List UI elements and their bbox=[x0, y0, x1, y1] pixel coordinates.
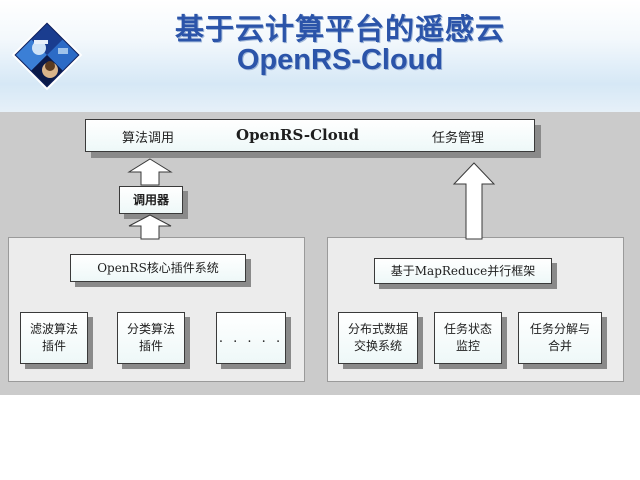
arrow-up-icon-upper-left bbox=[127, 158, 173, 186]
arrow-up-icon-lower-left bbox=[128, 214, 172, 240]
mapreduce-framework-box: 基于MapReduce并行框架 bbox=[374, 258, 552, 284]
plugin-line2: 插件 bbox=[138, 339, 163, 353]
distributed-data-exchange-box: 分布式数据 交换系统 bbox=[338, 312, 418, 364]
module-line2: 交换系统 bbox=[353, 339, 402, 353]
core-plugin-system-label: OpenRS核心插件系统 bbox=[97, 260, 219, 275]
header-background bbox=[0, 0, 640, 112]
plugin-line2: 插件 bbox=[41, 339, 66, 353]
task-split-merge-box: 任务分解与 合并 bbox=[518, 312, 602, 364]
page-title: 基于云计算平台的遥感云 bbox=[174, 12, 505, 46]
dispatcher-label: 调用器 bbox=[132, 192, 169, 207]
plugin-line1: 分类算法 bbox=[126, 322, 175, 336]
module-line1: 分布式数据 bbox=[347, 322, 408, 336]
arrow-up-icon-right bbox=[452, 162, 496, 240]
algorithm-call-label: 算法调用 bbox=[122, 131, 175, 146]
classification-algorithm-plugin-box: 分类算法 插件 bbox=[117, 312, 185, 364]
ellipsis-label: . . . . . bbox=[218, 330, 284, 346]
module-line2: 监控 bbox=[455, 339, 480, 353]
core-plugin-system-box: OpenRS核心插件系统 bbox=[70, 254, 246, 282]
more-plugins-box: . . . . . bbox=[216, 312, 286, 364]
plugin-line1: 滤波算法 bbox=[29, 322, 78, 336]
task-management-label: 任务管理 bbox=[432, 131, 485, 146]
filter-algorithm-plugin-box: 滤波算法 插件 bbox=[20, 312, 88, 364]
openrs-cloud-top-bar: 算法调用 OpenRS-Cloud 任务管理 bbox=[85, 119, 535, 152]
module-line2: 合并 bbox=[547, 339, 572, 353]
module-line1: 任务分解与 bbox=[529, 322, 590, 336]
openrs-cloud-label: OpenRS-Cloud bbox=[236, 126, 360, 144]
satellite-logo-icon bbox=[11, 19, 83, 91]
task-status-monitor-box: 任务状态 监控 bbox=[434, 312, 502, 364]
mapreduce-framework-label: 基于MapReduce并行框架 bbox=[390, 263, 536, 278]
module-line1: 任务状态 bbox=[443, 322, 492, 336]
page-subtitle: OpenRS-Cloud bbox=[236, 44, 444, 76]
dispatcher-box: 调用器 bbox=[119, 186, 183, 214]
